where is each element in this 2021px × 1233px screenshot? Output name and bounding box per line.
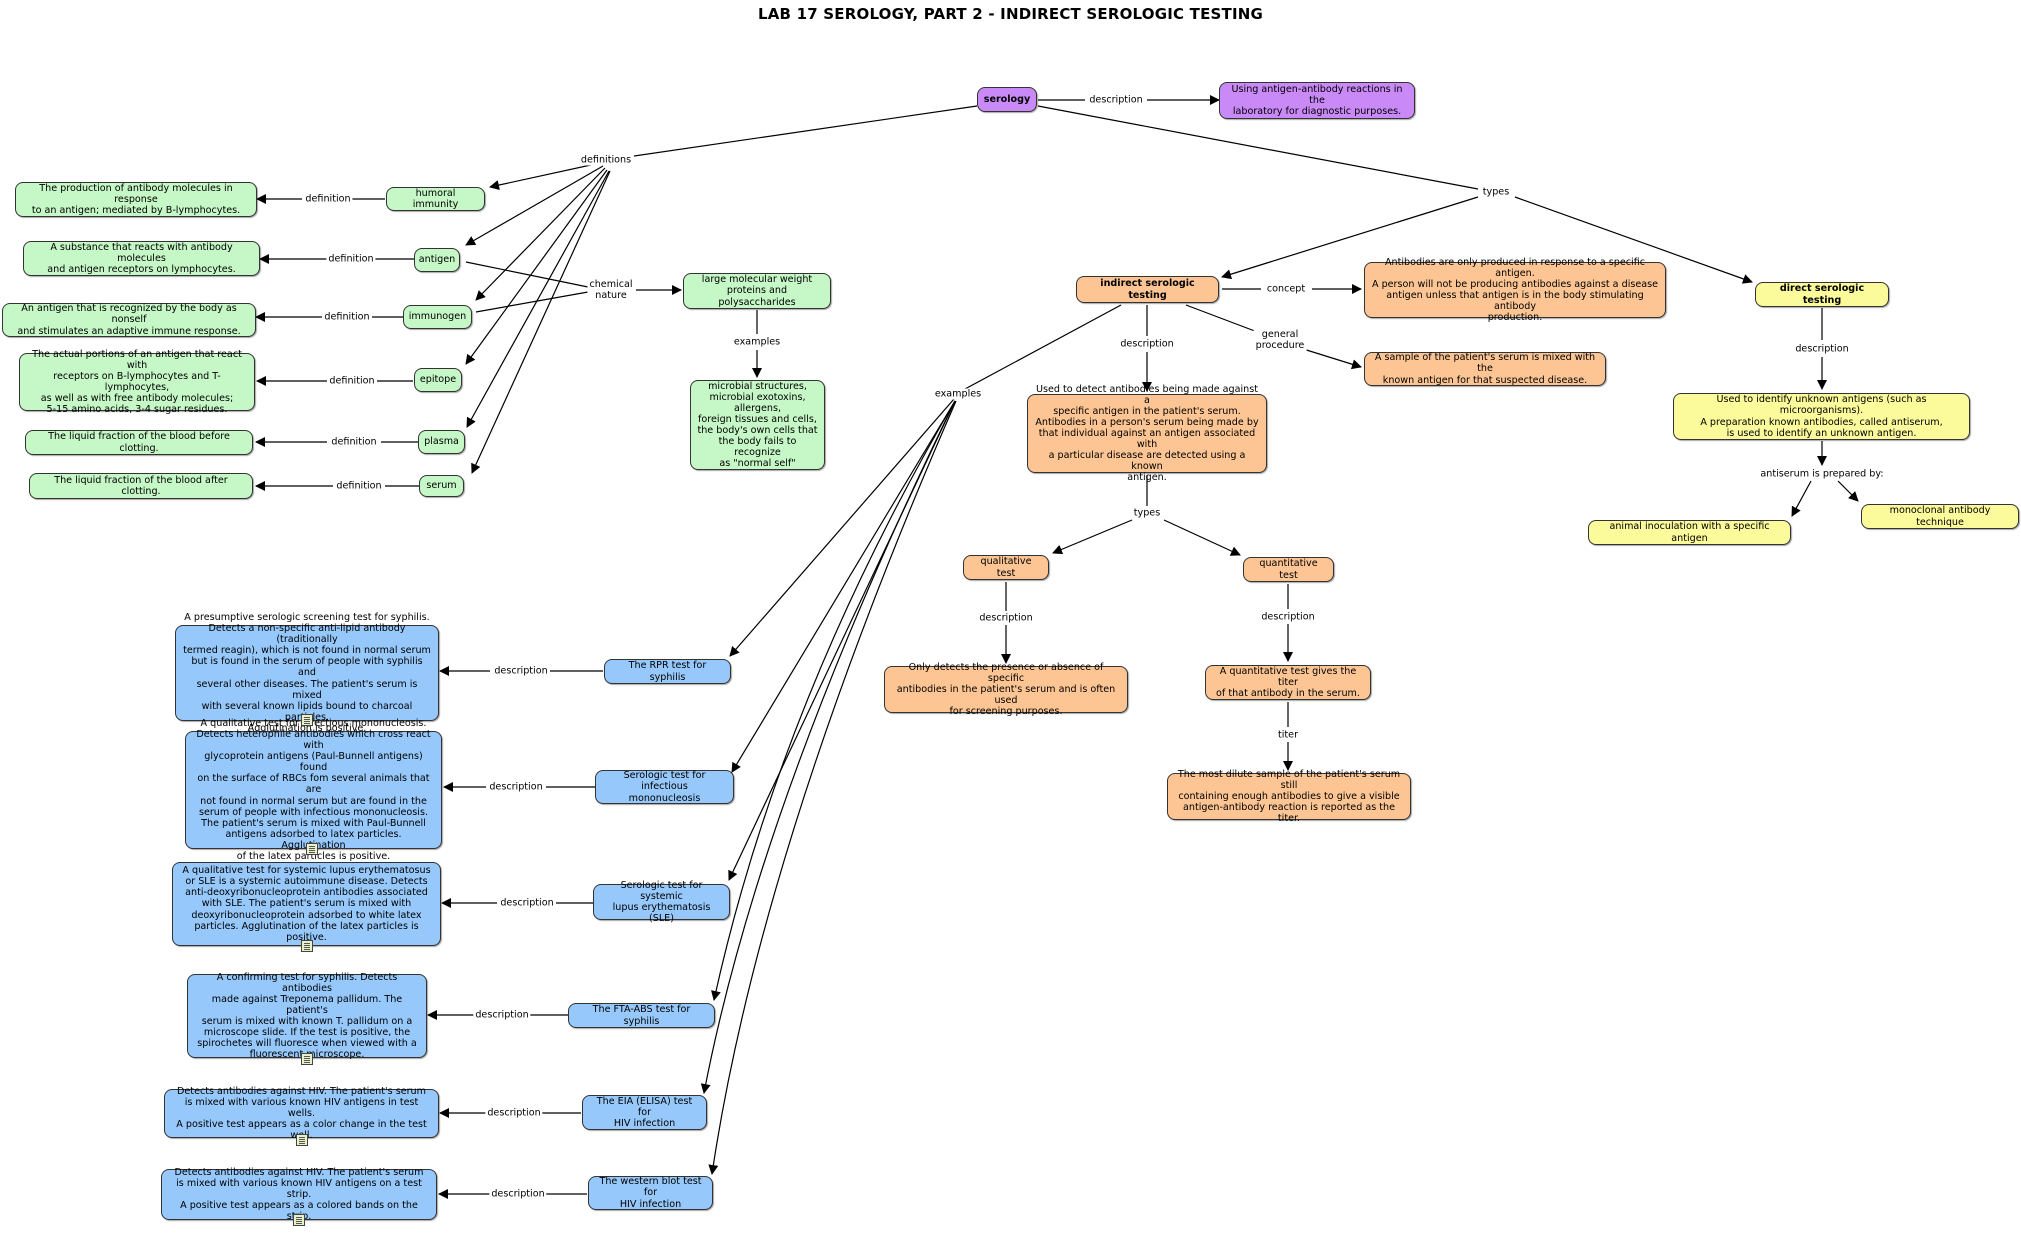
label-definition-immunogen: definition — [322, 311, 372, 323]
label-rpr-description: description — [492, 665, 550, 677]
document-icon[interactable] — [301, 714, 313, 726]
label-mono-description: description — [487, 781, 545, 793]
node-indirect-serologic-testing[interactable]: indirect serologic testing — [1076, 276, 1219, 303]
node-mono-description[interactable]: A qualitative test for infectious mononu… — [185, 718, 442, 862]
node-wb-description[interactable]: Detects antibodies against HIV. The pati… — [161, 1167, 437, 1222]
node-chemical-nature[interactable]: large molecular weight proteins and poly… — [683, 273, 831, 309]
node-indirect-description[interactable]: Used to detect antibodies being made aga… — [1027, 384, 1267, 483]
node-rpr-test[interactable]: The RPR test for syphilis — [604, 659, 731, 684]
node-chemical-examples[interactable]: microbial structures, microbial exotoxin… — [690, 380, 825, 470]
node-eia-test[interactable]: The EIA (ELISA) test for HIV infection — [582, 1095, 707, 1130]
label-definition-antigen: definition — [326, 253, 376, 265]
node-qualitative-description[interactable]: Only detects the presence or absence of … — [884, 662, 1128, 717]
label-concept: concept — [1264, 283, 1308, 295]
node-humoral-immunity[interactable]: humoral immunity — [386, 187, 485, 211]
label-definitions: definitions — [578, 154, 634, 166]
label-definition-serum: definition — [334, 480, 384, 492]
label-definition-humoral: definition — [303, 193, 353, 205]
node-titer-description[interactable]: The most dilute sample of the patient's … — [1167, 769, 1411, 824]
node-serum[interactable]: serum — [419, 475, 464, 497]
node-immunogen[interactable]: immunogen — [403, 305, 472, 329]
label-quantitative-description: description — [1259, 611, 1317, 623]
node-wb-test[interactable]: The western blot test for HIV infection — [588, 1176, 713, 1210]
node-quantitative-test[interactable]: quantitative test — [1243, 557, 1334, 582]
label-examples: examples — [932, 388, 984, 400]
label-titer: titer — [1275, 729, 1301, 741]
node-sle-test[interactable]: Serologic test for systemic lupus erythe… — [593, 880, 730, 924]
node-direct-description[interactable]: Used to identify unknown antigens (such … — [1673, 393, 1970, 440]
label-definition-epitope: definition — [327, 375, 377, 387]
node-antigen[interactable]: antigen — [414, 248, 460, 272]
node-animal-inoculation[interactable]: animal inoculation with a specific antig… — [1588, 520, 1791, 545]
label-indirect-description: description — [1118, 338, 1176, 350]
node-epitope[interactable]: epitope — [414, 368, 462, 392]
document-icon[interactable] — [301, 1053, 313, 1065]
label-chem-examples: examples — [731, 336, 783, 348]
node-eia-description[interactable]: Detects antibodies against HIV. The pati… — [164, 1086, 439, 1141]
node-fta-test[interactable]: The FTA-ABS test for syphilis — [568, 1003, 715, 1028]
node-indirect-procedure[interactable]: A sample of the patient's serum is mixed… — [1364, 352, 1606, 386]
label-chemical-nature: chemical nature — [587, 278, 635, 302]
label-eia-description: description — [485, 1107, 543, 1119]
node-serology-description[interactable]: Using antigen-antibody reactions in the … — [1219, 82, 1415, 119]
label-qualitative-description: description — [977, 612, 1035, 624]
node-humoral-definition[interactable]: The production of antibody molecules in … — [15, 182, 257, 217]
node-sle-description[interactable]: A qualitative test for systemic lupus er… — [172, 862, 441, 946]
label-definition-plasma: definition — [329, 436, 379, 448]
node-plasma[interactable]: plasma — [418, 430, 465, 454]
label-sle-description: description — [498, 897, 556, 909]
label-wb-description: description — [489, 1188, 547, 1200]
node-quantitative-description[interactable]: A quantitative test gives the titer of t… — [1205, 665, 1371, 700]
document-icon[interactable] — [293, 1214, 305, 1226]
node-serology[interactable]: serology — [977, 87, 1037, 112]
document-icon[interactable] — [296, 1134, 308, 1146]
label-antiserum-prepared: antiserum is prepared by: — [1758, 468, 1886, 480]
label-fta-description: description — [473, 1009, 531, 1021]
node-antigen-definition[interactable]: A substance that reacts with antibody mo… — [23, 241, 260, 276]
node-indirect-concept[interactable]: Antibodies are only produced in response… — [1364, 257, 1666, 323]
node-monoclonal-antibody[interactable]: monoclonal antibody technique — [1861, 504, 2019, 529]
node-fta-description[interactable]: A confirming test for syphilis. Detects … — [187, 972, 427, 1060]
node-epitope-definition[interactable]: The actual portions of an antigen that r… — [19, 349, 255, 415]
node-immunogen-definition[interactable]: An antigen that is recognized by the bod… — [2, 303, 256, 337]
node-serum-definition[interactable]: The liquid fraction of the blood after c… — [29, 473, 253, 499]
document-icon[interactable] — [301, 940, 313, 952]
node-qualitative-test[interactable]: qualitative test — [963, 555, 1049, 580]
label-direct-description: description — [1793, 343, 1851, 355]
node-plasma-definition[interactable]: The liquid fraction of the blood before … — [25, 430, 253, 455]
label-serology-description: description — [1087, 94, 1145, 106]
node-direct-serologic-testing[interactable]: direct serologic testing — [1755, 282, 1889, 307]
node-mono-test[interactable]: Serologic test for infectious mononucleo… — [595, 770, 734, 804]
label-indirect-types: types — [1131, 507, 1163, 519]
node-rpr-description[interactable]: A presumptive serologic screening test f… — [175, 612, 439, 734]
label-general-procedure: general procedure — [1253, 328, 1307, 352]
page-title: LAB 17 SEROLOGY, PART 2 - INDIRECT SEROL… — [757, 5, 1264, 23]
label-types: types — [1480, 186, 1512, 198]
document-icon[interactable] — [306, 843, 318, 855]
